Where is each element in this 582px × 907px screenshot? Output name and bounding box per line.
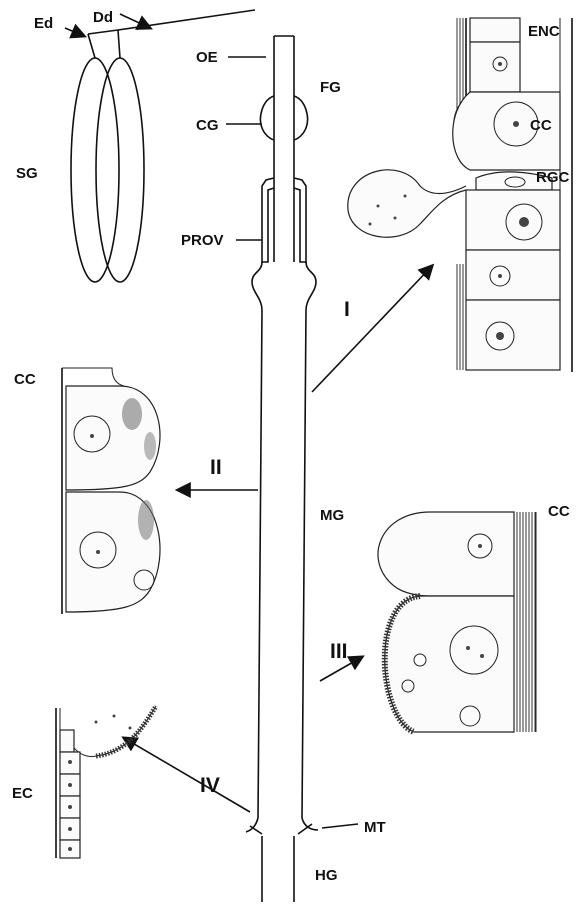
- columnar-cell-base: [385, 596, 514, 732]
- region-i-arrow: [312, 266, 432, 392]
- region-iv-arrow: [124, 738, 250, 812]
- endocrine-cell: [470, 18, 520, 42]
- efferent-duct-right: [118, 30, 120, 58]
- salivary-gland: [71, 10, 255, 282]
- efferent-duct-left: [88, 34, 95, 58]
- label-cc-region-iii: CC: [548, 503, 570, 520]
- alimentary-canal: [246, 36, 318, 902]
- label-hg: HG: [315, 867, 338, 884]
- label-mt: MT: [364, 819, 386, 836]
- label-cg: CG: [196, 117, 219, 134]
- inset-region-iii: [378, 512, 536, 732]
- inset-region-iv: [56, 706, 156, 858]
- label-cc-region-ii: CC: [14, 371, 36, 388]
- label-mg: MG: [320, 507, 344, 524]
- crop-left: [261, 96, 275, 140]
- label-ec: EC: [12, 785, 33, 802]
- secretory-bulb: [348, 170, 466, 237]
- dd-pointer-arrow: [120, 14, 150, 28]
- label-dd: Dd: [93, 9, 113, 26]
- region-iii-label: III: [330, 640, 348, 663]
- proventriculus-left: [262, 178, 274, 262]
- crop-right: [294, 96, 308, 140]
- label-oe: OE: [196, 49, 218, 66]
- label-fg: FG: [320, 79, 341, 96]
- mt-pointer-line: [322, 824, 358, 828]
- region-ii-label: II: [210, 456, 222, 479]
- label-rgc: RGC: [536, 169, 570, 186]
- label-prov: PROV: [181, 232, 224, 249]
- label-enc: ENC: [528, 23, 560, 40]
- proventriculus-right: [294, 178, 306, 262]
- label-sg: SG: [16, 165, 38, 182]
- label-cc-region-i: CC: [530, 117, 552, 134]
- inset-region-ii: [62, 368, 160, 614]
- distal-duct: [118, 10, 255, 30]
- ed-pointer-arrow: [65, 28, 84, 36]
- region-iv-label: IV: [200, 774, 220, 797]
- columnar-cell-apex: [378, 512, 514, 596]
- region-i-label: I: [344, 298, 350, 321]
- label-ed: Ed: [34, 15, 53, 32]
